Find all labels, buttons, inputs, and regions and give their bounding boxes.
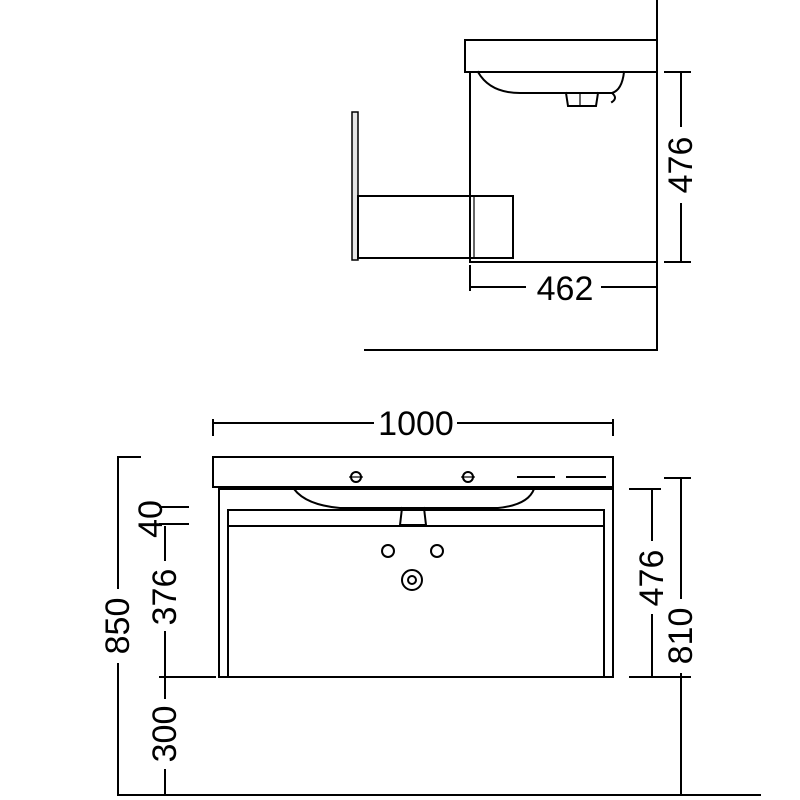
pipe-hole-right bbox=[430, 544, 444, 558]
waste-hole-outer bbox=[401, 569, 423, 591]
front-cabinet bbox=[218, 488, 614, 678]
top-thickness-label: 40 bbox=[132, 500, 170, 538]
floor-clearance-dimension: 300 bbox=[146, 676, 184, 796]
drawer-height-label: 376 bbox=[146, 569, 184, 626]
drawer-height-dimension: 376 bbox=[146, 526, 216, 678]
side-depth-dimension: 462 bbox=[469, 265, 658, 308]
front-total-height-dimension: 810 bbox=[662, 477, 700, 796]
front-basin-bowl bbox=[292, 487, 536, 509]
floor-clearance-label: 300 bbox=[146, 706, 184, 763]
total-height-label: 850 bbox=[99, 598, 137, 655]
side-drain bbox=[564, 91, 600, 107]
front-width-label: 1000 bbox=[378, 405, 454, 443]
front-top-panel bbox=[227, 509, 605, 527]
front-width-dimension: 1000 bbox=[212, 405, 614, 443]
side-depth-label: 462 bbox=[537, 270, 594, 308]
waste-hole-inner bbox=[407, 575, 417, 585]
pipe-hole-left bbox=[381, 544, 395, 558]
side-drawer-front-panel bbox=[351, 111, 359, 261]
front-view bbox=[182, 456, 761, 796]
side-basin-bowl bbox=[476, 70, 626, 94]
front-unit-height-label: 476 bbox=[633, 550, 671, 607]
side-height-dimension: 476 bbox=[662, 71, 700, 263]
front-total-height-label: 810 bbox=[662, 608, 700, 665]
front-unit-height-dimension: 476 bbox=[629, 488, 691, 678]
front-basin-top bbox=[212, 456, 614, 488]
side-view bbox=[351, 0, 658, 351]
tap-hole-left bbox=[349, 471, 363, 483]
top-thickness-dimension: 40 bbox=[132, 500, 189, 538]
side-drawer-box bbox=[357, 195, 514, 259]
tap-hole-right bbox=[461, 471, 475, 483]
total-height-dimension: 850 bbox=[99, 456, 184, 796]
side-height-label: 476 bbox=[662, 137, 700, 194]
side-trap bbox=[597, 92, 616, 104]
side-basin-top bbox=[464, 39, 658, 73]
